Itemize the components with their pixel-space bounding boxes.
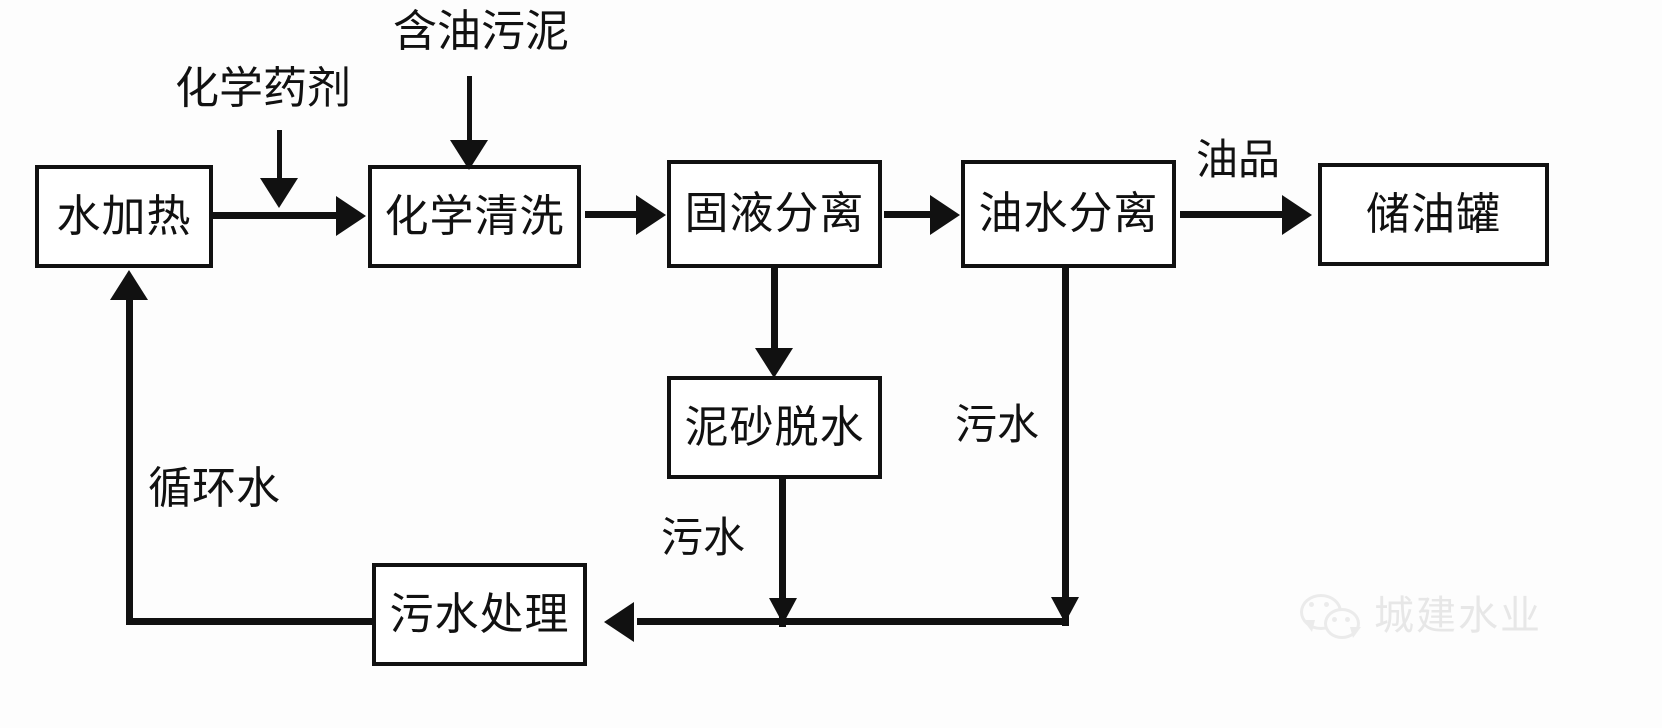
node-sludge-dewatering[interactable]: 泥砂脱水 <box>667 376 882 479</box>
arrowhead-up-to-water-heating <box>110 270 148 300</box>
node-label: 泥砂脱水 <box>684 402 865 452</box>
connector-sewage-treatment-return-horizontal <box>126 618 374 625</box>
edge-label-sewage-middle: 污水 <box>661 516 746 562</box>
connector-oil-water-to-storage-tank <box>1180 211 1285 218</box>
arrowhead-right-to-oil-water <box>930 195 960 235</box>
node-label: 储油罐 <box>1366 189 1501 239</box>
connector-chemical-washing-to-solid-liquid <box>585 211 640 218</box>
arrowhead-down-oily-sludge <box>450 140 488 170</box>
edge-label-recycled-water: 循环水 <box>148 464 280 513</box>
wechat-icon <box>1300 592 1362 640</box>
node-water-heating[interactable]: 水加热 <box>35 165 213 268</box>
connector-chemical-agent-down <box>277 130 282 182</box>
arrowhead-down-chemical-agent <box>260 178 298 208</box>
node-label: 污水处理 <box>389 589 570 639</box>
edge-label-sewage-right: 污水 <box>955 403 1040 449</box>
edge-label-chemical-agent: 化学药剂 <box>175 64 351 113</box>
edge-label-oily-sludge: 含油污泥 <box>393 7 569 56</box>
connector-bottom-bus-to-sewage-treatment <box>637 618 1067 625</box>
node-label: 油水分离 <box>978 189 1159 238</box>
node-label: 水加热 <box>56 191 192 241</box>
watermark-text: 城建水业 <box>1374 594 1542 638</box>
node-chemical-washing[interactable]: 化学清洗 <box>368 165 581 268</box>
watermark: 城建水业 <box>1300 592 1542 640</box>
edge-label-oil-product: 油品 <box>1196 138 1281 184</box>
connector-solid-liquid-to-sludge-dewatering <box>771 268 778 352</box>
connector-sludge-dewatering-to-bottom-bus <box>779 479 786 627</box>
connector-sewage-treatment-return-vertical <box>126 300 133 622</box>
node-oil-storage-tank[interactable]: 储油罐 <box>1318 163 1549 266</box>
node-sewage-treatment[interactable]: 污水处理 <box>372 563 587 666</box>
arrowhead-left-to-sewage-treatment <box>604 602 634 642</box>
connector-water-heating-to-chemical-washing <box>213 212 338 219</box>
node-label: 化学清洗 <box>384 191 565 241</box>
connector-oily-sludge-down <box>467 76 472 152</box>
connector-oil-water-to-bottom-bus <box>1062 268 1069 626</box>
arrowhead-right-to-solid-liquid <box>636 195 666 235</box>
node-oil-water-separation[interactable]: 油水分离 <box>961 160 1176 268</box>
arrowhead-down-to-sludge-dewatering <box>755 348 793 378</box>
node-label: 固液分离 <box>684 189 865 238</box>
connector-solid-liquid-to-oil-water <box>884 211 934 218</box>
node-solid-liquid-separation[interactable]: 固液分离 <box>667 160 882 268</box>
arrowhead-right-to-chemical-washing <box>336 196 366 236</box>
arrowhead-right-to-storage-tank <box>1282 195 1312 235</box>
